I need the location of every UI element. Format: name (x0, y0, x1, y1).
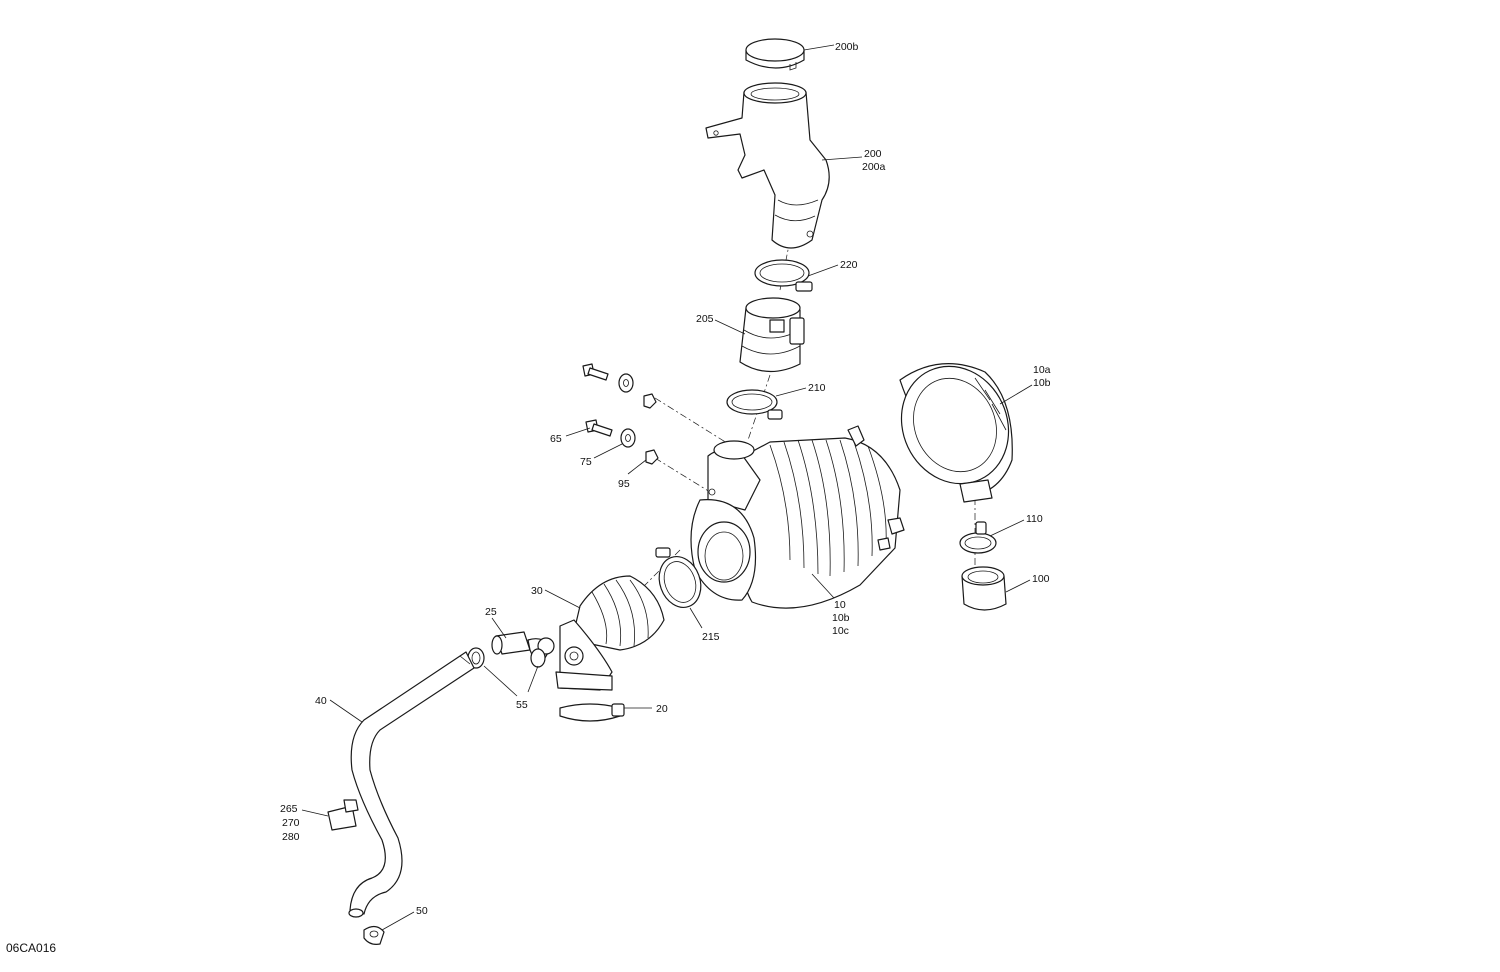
callout-25: 25 (485, 606, 497, 618)
callout-labels: 200b 200 200a 220 205 210 10a 10b 65 75 … (280, 41, 1051, 917)
leader-lines (301, 44, 1033, 931)
callout-95: 95 (618, 478, 630, 490)
callout-280: 280 (282, 831, 300, 843)
figure-code: 06CA016 (6, 941, 56, 955)
part-intake-duct-200 (705, 82, 830, 249)
part-clamp-210 (726, 389, 783, 420)
callout-205: 205 (696, 313, 714, 325)
part-bellows-30 (555, 575, 665, 691)
callout-110: 110 (1026, 513, 1043, 525)
callout-30: 30 (531, 585, 543, 597)
callout-215: 215 (702, 631, 720, 643)
part-clamp-20 (559, 703, 625, 722)
callout-10b-cover: 10b (1033, 377, 1051, 389)
callout-55: 55 (516, 699, 528, 711)
part-airbox-housing-10 (690, 425, 905, 609)
callout-10b: 10b (832, 612, 850, 624)
part-housing-cover-10a (899, 363, 1013, 503)
part-fitting-25 (491, 631, 555, 665)
callout-20: 20 (656, 703, 668, 715)
callout-50: 50 (416, 905, 428, 917)
part-washer-75 (618, 373, 636, 448)
callout-100: 100 (1032, 573, 1050, 585)
part-clamp-215 (655, 547, 702, 608)
part-drain-hose-40 (348, 651, 475, 918)
part-clip-265 (327, 799, 359, 831)
part-sleeve-100 (961, 566, 1007, 611)
part-clamp-110 (959, 521, 997, 554)
part-cap-200b (745, 38, 805, 71)
part-nut-95 (643, 393, 659, 465)
part-clamp-220 (754, 259, 813, 292)
callout-40: 40 (315, 695, 327, 707)
part-bolt-65 (582, 363, 613, 437)
callout-210: 210 (808, 382, 826, 394)
callout-10: 10 (834, 599, 846, 611)
callout-65: 65 (550, 433, 562, 445)
callout-10c: 10c (832, 625, 849, 637)
callout-200b: 200b (835, 41, 859, 53)
callout-75: 75 (580, 456, 592, 468)
callout-220: 220 (840, 259, 858, 271)
part-sensor-205 (739, 297, 805, 373)
callout-270: 270 (282, 817, 300, 829)
callout-10a: 10a (1033, 364, 1051, 376)
part-clamp-50 (363, 925, 385, 945)
callout-200: 200 (864, 148, 882, 160)
callout-200a: 200a (862, 161, 886, 173)
callout-265: 265 (280, 803, 298, 815)
